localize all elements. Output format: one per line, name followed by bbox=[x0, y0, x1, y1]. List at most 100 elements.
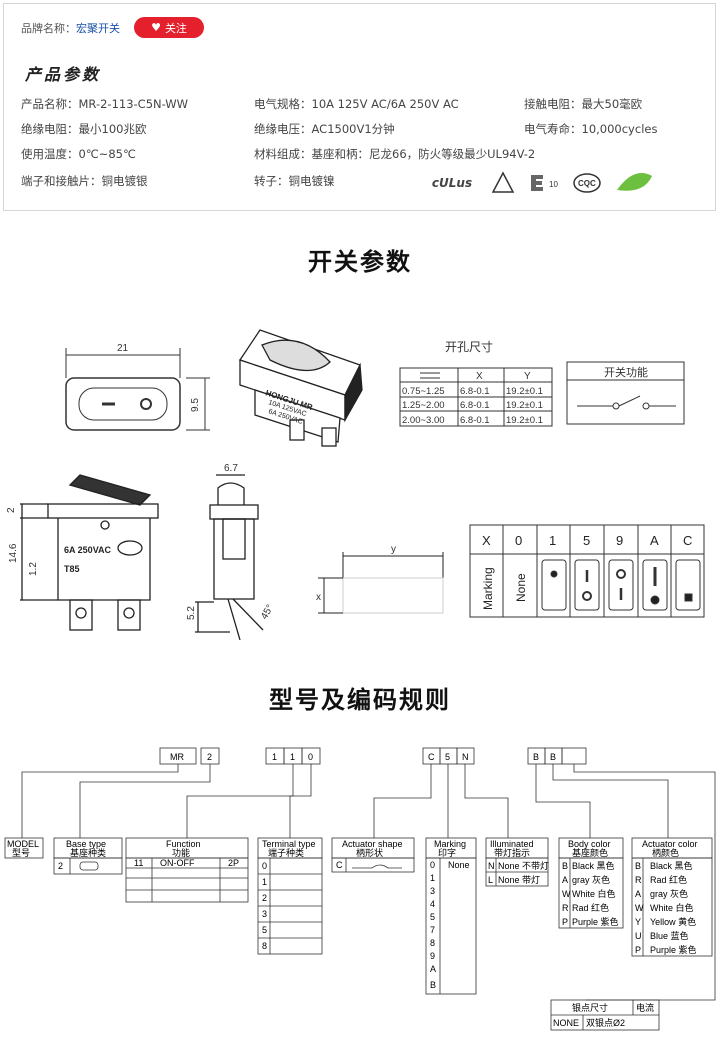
param-temp: 使用温度：0℃~85℃ bbox=[21, 146, 136, 162]
text-hole-cols-2: Y bbox=[524, 371, 531, 382]
text-params-5-k: 电气寿命： bbox=[524, 122, 582, 136]
text-tables-body-rows-3-0: R bbox=[562, 903, 569, 913]
param-life: 电气寿命：10,000cycles bbox=[524, 121, 657, 137]
text-params-9-v: 铜电镀镍 bbox=[288, 174, 335, 188]
text-code-base: 2 bbox=[207, 752, 212, 762]
text-params-1-v: 10A 125V AC/6A 250V AC bbox=[311, 97, 459, 111]
text-tables-body-rows-1-0: A bbox=[562, 875, 568, 885]
text-params-6-k: 使用温度： bbox=[21, 147, 79, 161]
text-params-6-v: 0℃~85℃ bbox=[78, 147, 136, 161]
front-rating: 6A 250VAC bbox=[64, 545, 112, 555]
text-params-3-k: 绝缘电阻： bbox=[21, 122, 79, 136]
text-tables-act_color-rows-2-1: gray 灰色 bbox=[650, 888, 688, 899]
text-tables-body-rows-4-1: Purple 紫色 bbox=[572, 916, 619, 927]
param-terminal: 端子和接触片：铜电镀银 bbox=[21, 173, 148, 189]
text-marking-row_label: Marking bbox=[481, 567, 495, 610]
param-contact: 接触电阻：最大50毫欧 bbox=[524, 96, 642, 112]
text-dims-h52: 5.2 bbox=[186, 606, 197, 620]
text-tables-terminal-rows-3: 3 bbox=[262, 909, 267, 919]
function-title: 开关功能 bbox=[604, 365, 648, 379]
text-tables-body-rows-4-0: P bbox=[562, 917, 568, 927]
text-code-func-0: 1 bbox=[272, 752, 277, 762]
text-tables-terminal-rows-4: 5 bbox=[262, 925, 267, 935]
text-dims-h146: 14.6 bbox=[8, 543, 19, 563]
text-hole-rows-1-1: 6.8-0.1 bbox=[460, 400, 490, 411]
text-tables-act_color-rows-3-0: W bbox=[635, 903, 644, 913]
text-tables-marking-t1: Marking bbox=[434, 839, 466, 849]
text-tables-act_color-rows-1-1: Rad 红色 bbox=[650, 874, 687, 885]
text-tables-base-t1: Base type bbox=[66, 839, 106, 849]
text-tables-marking-rows-0-0: 0 bbox=[430, 860, 435, 870]
text-hole-rows-1-0: 1.25~2.00 bbox=[402, 400, 445, 411]
follow-button[interactable]: ♥关注 bbox=[134, 17, 204, 38]
xy-block bbox=[318, 552, 444, 614]
text-params-0-v: MR-2-113-C5N-WW bbox=[78, 97, 189, 111]
text-tables-body-rows-2-1: White 白色 bbox=[572, 888, 616, 899]
product-info-panel: 品牌名称：宏聚开关 ♥关注 产品参数 产品名称：MR-2-113-C5N-WW … bbox=[3, 3, 716, 211]
text-dims-y: y bbox=[391, 544, 396, 555]
text-params-3-v: 最小100兆欧 bbox=[78, 122, 147, 136]
param-name: 产品名称：MR-2-113-C5N-WW bbox=[21, 96, 188, 112]
side-view bbox=[195, 474, 264, 641]
text-params-2-k: 接触电阻： bbox=[524, 97, 582, 111]
text-tables-illum-t1: Illuminated bbox=[490, 839, 534, 849]
text-tables-marking-rows-4-0: 5 bbox=[430, 912, 435, 922]
text-tables-marking-rows-8-0: A bbox=[430, 964, 436, 974]
function-box bbox=[566, 361, 685, 425]
cert-ul-icon: cULus bbox=[430, 170, 474, 196]
text-dims-h2: 2 bbox=[6, 507, 17, 513]
brand-label: 品牌名称： bbox=[21, 22, 76, 35]
text-code-func-2: 0 bbox=[308, 752, 313, 762]
text-tables-act_color-t1: Actuator color bbox=[642, 839, 698, 849]
switch-params-title: 开关参数 bbox=[308, 248, 412, 276]
front-view bbox=[20, 474, 159, 631]
text-tables-illum-rows-1-0: L bbox=[488, 875, 493, 885]
model-code-title: 型号及编码规则 bbox=[269, 686, 451, 714]
marking-table bbox=[469, 524, 705, 618]
param-spec: 电气规格：10A 125V AC/6A 250V AC bbox=[254, 96, 459, 112]
text-tables-model-t1: MODEL bbox=[7, 839, 39, 849]
text-tables-act_color-rows-6-0: P bbox=[635, 945, 641, 955]
text-tables-act_color-rows-1-0: R bbox=[635, 875, 642, 885]
text-code-act-0: C bbox=[428, 752, 435, 762]
text-marking-head-2: 1 bbox=[549, 533, 556, 548]
text-code-color-1: B bbox=[550, 752, 556, 762]
top-view bbox=[65, 348, 210, 431]
text-tables-body-rows-3-1: Rad 红色 bbox=[572, 902, 609, 913]
text-code-act-1: 5 bbox=[445, 752, 450, 762]
svg-text:CQC: CQC bbox=[578, 179, 596, 188]
text-tables-act_color-rows-2-0: A bbox=[635, 889, 641, 899]
front-t85: T85 bbox=[64, 564, 80, 574]
text-dims-w67: 6.7 bbox=[224, 463, 238, 474]
text-hole-rows-2-1: 6.8-0.1 bbox=[460, 415, 490, 426]
text-tables-body-t1: Body color bbox=[568, 839, 611, 849]
text-tables-illum-rows-0-1: None 不带灯 bbox=[498, 861, 549, 871]
cert-enec-icon: 10 bbox=[526, 170, 562, 196]
text-marking-none: None bbox=[514, 573, 528, 602]
text-tables-terminal-rows-5: 8 bbox=[262, 941, 267, 951]
text-tables-act_color-rows-5-0: U bbox=[635, 931, 642, 941]
text-marking-head-6: C bbox=[683, 533, 692, 548]
text-dims-x: x bbox=[316, 592, 321, 603]
text-tables-marking-rows-3-0: 4 bbox=[430, 899, 435, 909]
text-tables-illum-rows-0-0: N bbox=[488, 861, 495, 871]
text-tables-actuator-t1: Actuator shape bbox=[342, 839, 403, 849]
brand-link[interactable]: 宏聚开关 bbox=[76, 22, 120, 35]
text-tables-function-row-1: ON-OFF bbox=[160, 858, 195, 868]
text-tables-terminal-t2: 端子种类 bbox=[268, 847, 304, 858]
param-insul-r: 绝缘电阻：最小100兆欧 bbox=[21, 121, 146, 137]
text-tables-silver-t1: 银点尺寸 bbox=[572, 1002, 608, 1013]
text-code-mr: MR bbox=[170, 752, 184, 762]
text-tables-body-rows-0-1: Black 黑色 bbox=[572, 860, 615, 871]
text-tables-silver-t2: 电流 bbox=[636, 1002, 654, 1013]
text-tables-act_color-rows-3-1: White 白色 bbox=[650, 902, 694, 913]
text-tables-act_color-rows-0-0: B bbox=[635, 861, 641, 871]
text-tables-terminal-t1: Terminal type bbox=[262, 839, 316, 849]
text-tables-function-row-2: 2P bbox=[228, 858, 239, 868]
param-insul-v: 绝缘电压：AC1500V1分钟 bbox=[254, 121, 395, 137]
text-tables-marking-rows-6-0: 8 bbox=[430, 938, 435, 948]
text-marking-head-3: 5 bbox=[583, 533, 590, 548]
hole-title: 开孔尺寸 bbox=[445, 340, 493, 354]
text-hole-rows-0-0: 0.75~1.25 bbox=[402, 386, 445, 397]
